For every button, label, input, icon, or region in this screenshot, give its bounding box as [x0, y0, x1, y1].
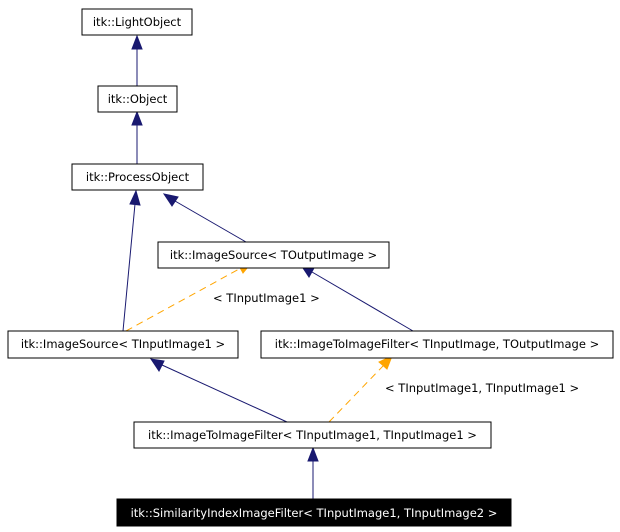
node-label: itk::SimilarityIndexImageFilter< TInputI…	[131, 506, 498, 520]
arrowhead-processobject-right	[162, 193, 179, 207]
node-image-to-image-filter-generic[interactable]: itk::ImageToImageFilter< TInputImage, TO…	[260, 330, 614, 359]
node-image-source-output[interactable]: itk::ImageSource< TOutputImage >	[157, 241, 390, 269]
edge-label-template-imagesource: < TInputImage1 >	[213, 291, 320, 305]
edge-label-template-imagetoimage: < TInputImage1, TInputImage1 >	[385, 381, 579, 395]
arrowhead-object	[131, 110, 143, 126]
arrowhead-imagetoimage-input1	[307, 446, 319, 462]
node-label: itk::ProcessObject	[86, 170, 190, 184]
edge-imagesource-input1-to-processobject	[122, 203, 136, 332]
edge-template-imagetoimage	[328, 365, 384, 423]
node-object[interactable]: itk::Object	[97, 85, 178, 113]
node-light-object[interactable]: itk::LightObject	[81, 8, 193, 36]
edge-imagesource-output-to-processobject	[174, 200, 247, 243]
edge-imagetoimage-input1-to-imagesource-input1	[161, 364, 288, 423]
node-label: itk::LightObject	[93, 15, 182, 29]
node-label: itk::ImageSource< TOutputImage >	[170, 248, 377, 262]
node-process-object[interactable]: itk::ProcessObject	[71, 163, 204, 191]
arrowhead-imagesource-input1	[149, 358, 165, 372]
edge-imagetoimage-generic-to-imagesource-output	[311, 271, 414, 332]
node-label: itk::ImageToImageFilter< TInputImage1, T…	[148, 428, 477, 442]
node-label: itk::ImageToImageFilter< TInputImage, TO…	[275, 337, 599, 351]
node-similarity-index-filter[interactable]: itk::SimilarityIndexImageFilter< TInputI…	[116, 498, 512, 527]
node-image-to-image-filter-input1[interactable]: itk::ImageToImageFilter< TInputImage1, T…	[133, 421, 492, 449]
arrowhead-lightobject	[131, 34, 143, 50]
node-label: itk::ImageSource< TInputImage1 >	[21, 337, 225, 351]
node-label: itk::Object	[108, 92, 168, 106]
arrowhead-processobject-left	[129, 189, 141, 206]
edge-template-imagesource	[125, 267, 242, 332]
arrowhead-imagetoimage-generic	[378, 355, 393, 370]
node-image-source-input1[interactable]: itk::ImageSource< TInputImage1 >	[7, 330, 239, 359]
